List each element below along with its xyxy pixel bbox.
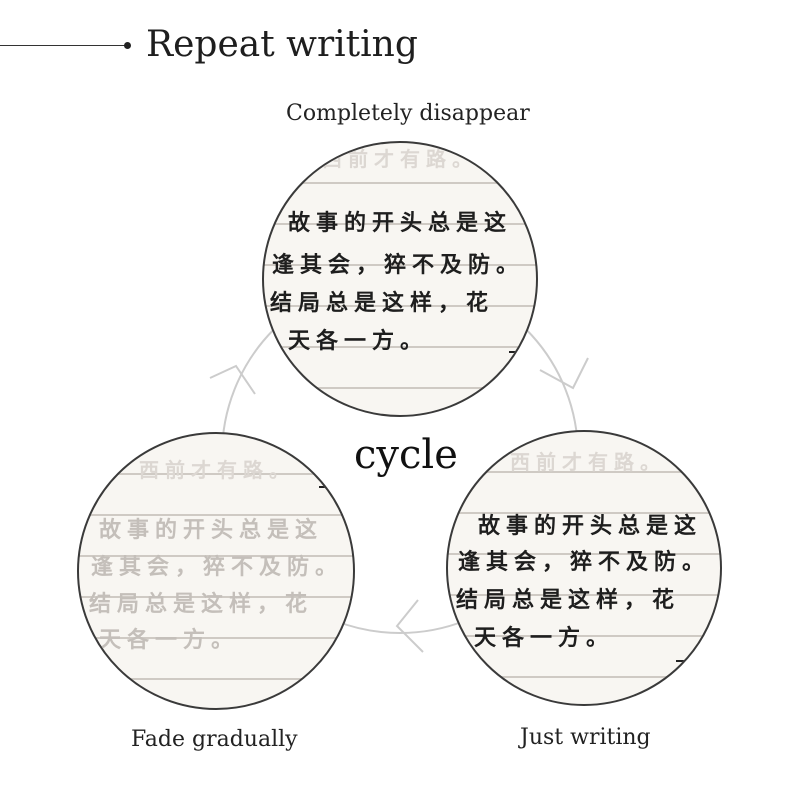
margin-mark xyxy=(319,486,331,488)
top-stage-label: Completely disappear xyxy=(286,101,530,126)
text-line: 故事的开头总是这 xyxy=(288,210,513,236)
faint-text-line: 西前才有路。 xyxy=(139,458,295,482)
text-line: 结局总是这样，花 xyxy=(270,290,495,316)
faint-text-line: 西前才有路。 xyxy=(322,147,478,171)
margin-mark xyxy=(696,480,708,482)
text-line: 结局总是这样，花 xyxy=(89,591,314,617)
text-line: 故事的开头总是这 xyxy=(99,517,324,543)
arrow-left-bottom-icon xyxy=(395,599,424,653)
right-stage-label: Just writing xyxy=(520,725,651,750)
margin-mark xyxy=(509,351,521,353)
circle-just-writing: 西前才有路。 故事的开头总是这 逢其会，猝不及防。 结局总是这样，花 天各一方。 xyxy=(446,430,722,706)
text-line: 逢其会，猝不及防。 xyxy=(272,252,525,278)
text-line: 天各一方。 xyxy=(474,625,615,651)
text-line: 结局总是这样，花 xyxy=(456,587,681,613)
faint-text-line: 西前才有路。 xyxy=(510,450,666,474)
text-line: 故事的开头总是这 xyxy=(478,513,703,539)
text-line: 天各一方。 xyxy=(99,627,240,653)
circle-fade-gradually: 西前才有路。 故事的开头总是这 逢其会，猝不及防。 结局总是这样，花 天各一方。 xyxy=(77,432,355,710)
left-stage-label: Fade gradually xyxy=(131,727,298,752)
arrow-right-icon xyxy=(539,357,589,390)
text-line: 逢其会，猝不及防。 xyxy=(91,554,344,580)
margin-mark xyxy=(509,189,521,191)
text-line: 天各一方。 xyxy=(288,328,429,354)
margin-mark xyxy=(676,660,688,662)
arrow-left-top-icon xyxy=(209,364,256,395)
circle-completely-disappear: 西前才有路。 故事的开头总是这 逢其会，猝不及防。 结局总是这样，花 天各一方。 xyxy=(262,141,538,417)
text-line: 逢其会，猝不及防。 xyxy=(458,549,711,575)
cycle-label: cycle xyxy=(354,432,458,478)
header-line xyxy=(0,45,126,46)
header-bullet xyxy=(124,42,131,49)
page-title: Repeat writing xyxy=(146,24,418,65)
margin-mark xyxy=(329,650,341,652)
